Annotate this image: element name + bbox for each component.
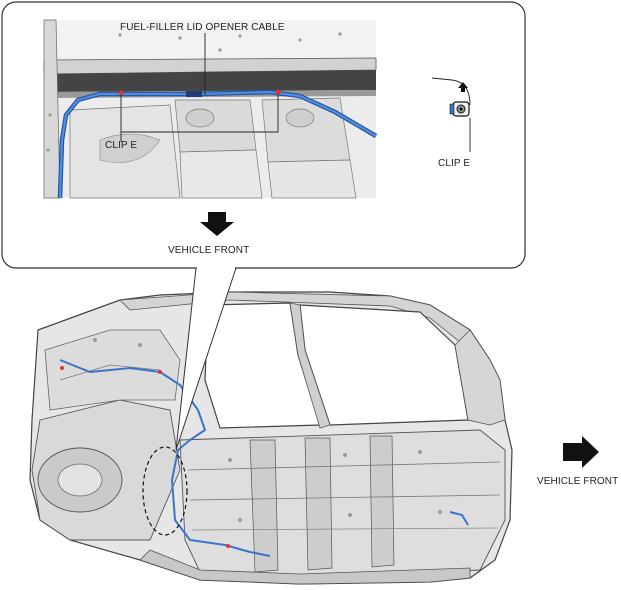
callout-direction-label: VEHICLE FRONT [168,245,250,256]
clip-point-2 [275,89,281,95]
cable-label: FUEL-FILLER LID OPENER CABLE [120,22,285,33]
main-direction-label: VEHICLE FRONT [537,476,619,487]
callout-pointer-edge [175,267,237,451]
vehicle-body-illustration [29,291,513,585]
detail-clip-label: CLIP E [438,158,471,169]
callout-detail-image [43,19,378,199]
clip-label: CLIP E [105,140,138,151]
clip-point-1 [118,90,124,96]
clip-leader-bracket [120,95,279,133]
arrow-icon [200,212,234,236]
clip-icon [431,77,471,152]
highlight-ellipse [142,446,188,536]
arrow-icon [563,436,599,468]
